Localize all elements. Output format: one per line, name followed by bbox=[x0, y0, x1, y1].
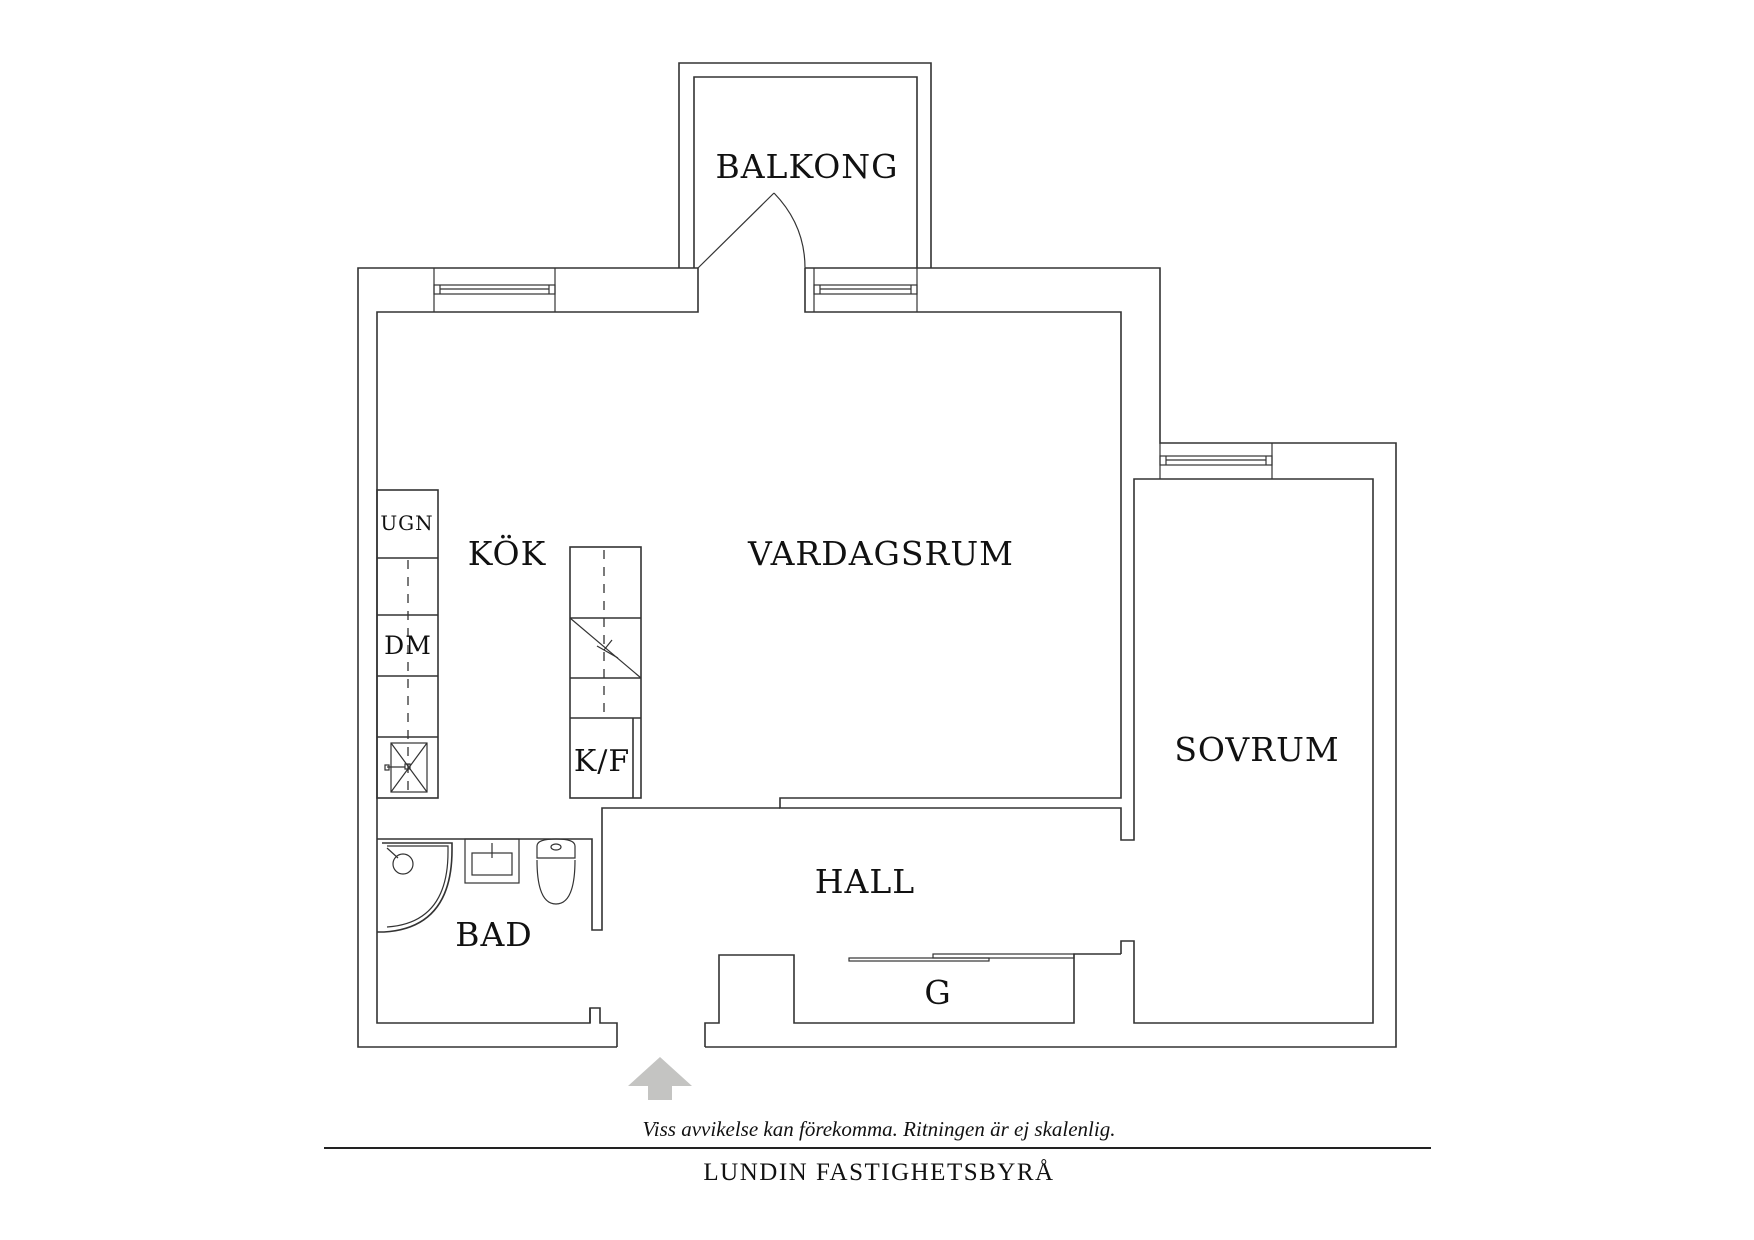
appliance-label-dm: DM bbox=[384, 631, 432, 660]
appliance-label-kf: K/F bbox=[574, 744, 630, 779]
appliance-label-ugn: UGN bbox=[380, 511, 433, 535]
room-label-balkong: BALKONG bbox=[715, 147, 898, 186]
disclaimer-text: Viss avvikelse kan förekomma. Ritningen … bbox=[643, 1117, 1116, 1141]
bathroom bbox=[377, 807, 780, 1023]
wardrobe-doors bbox=[848, 953, 1075, 962]
washbasin-icon bbox=[464, 838, 520, 884]
toilet-icon bbox=[536, 838, 576, 859]
window-kitchen bbox=[433, 268, 556, 312]
balcony-door bbox=[697, 192, 806, 269]
shower-icon bbox=[377, 842, 453, 933]
window-living bbox=[813, 268, 918, 312]
kitchen-counter bbox=[376, 489, 439, 799]
room-label-garderob: G bbox=[924, 973, 951, 1012]
room-label-bad: BAD bbox=[455, 915, 533, 954]
room-label-hall: HALL bbox=[815, 862, 915, 901]
entrance-arrow-icon bbox=[628, 1057, 692, 1100]
kitchen-island bbox=[569, 546, 642, 799]
window-bedroom bbox=[1159, 443, 1273, 479]
room-label-kok: KÖK bbox=[468, 533, 547, 573]
room-label-vardagsrum: VARDAGSRUM bbox=[747, 534, 1014, 573]
room-label-sovrum: SOVRUM bbox=[1174, 730, 1339, 769]
brand-name: LUNDIN FASTIGHETSBYRÅ bbox=[703, 1159, 1054, 1186]
balcony bbox=[678, 62, 932, 268]
